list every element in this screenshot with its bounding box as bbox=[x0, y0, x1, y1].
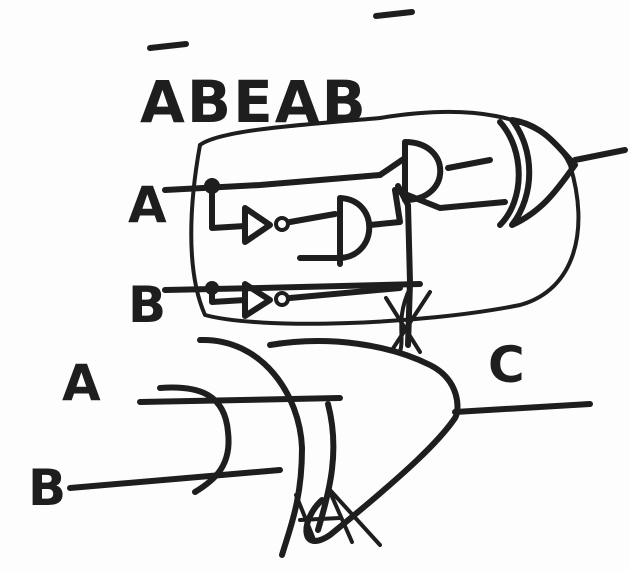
and-gate-top-icon bbox=[402, 139, 444, 203]
input-a-wire bbox=[162, 172, 383, 193]
xor-gate-icon bbox=[509, 117, 578, 228]
and-gate-middle-input-wire bbox=[297, 255, 343, 267]
bottom-scribble bbox=[294, 488, 382, 547]
crossing-stroke-3 bbox=[398, 286, 412, 354]
bottom-circuit: A B C bbox=[28, 336, 593, 558]
output-c-wire bbox=[452, 401, 593, 415]
input-label-b: B bbox=[128, 276, 166, 334]
bottom-input-label-a: A bbox=[62, 354, 101, 412]
crossing-stroke-2 bbox=[390, 290, 432, 352]
and-gate-top-input-wire bbox=[377, 155, 408, 178]
overbar-second-b bbox=[373, 9, 415, 19]
not-gate-a-icon bbox=[242, 205, 273, 245]
input-label-a: A bbox=[128, 176, 167, 234]
input-b-branch-wire bbox=[209, 285, 248, 305]
bottom-big-gate-back-curve bbox=[197, 336, 305, 558]
input-b-wire bbox=[162, 281, 423, 293]
bottom-big-gate-inner-curve bbox=[315, 401, 337, 533]
not-gate-b-bubble bbox=[274, 291, 290, 307]
bottom-big-gate-icon bbox=[267, 338, 461, 544]
xor-gate-output-wire bbox=[572, 147, 628, 163]
output-label-c: C bbox=[488, 336, 525, 394]
xor-gate-back-curve bbox=[497, 119, 522, 228]
top-circuit: A B bbox=[128, 117, 628, 354]
bottom-input-label-b: B bbox=[28, 459, 66, 517]
not-gate-a-bubble bbox=[274, 216, 290, 232]
not-a-output-wire bbox=[287, 211, 338, 225]
xor-subcircuit-boundary bbox=[189, 110, 581, 326]
and-gate-top-output-wire bbox=[445, 157, 493, 171]
bottom-input-b-wire bbox=[67, 467, 283, 491]
not-b-output-wire bbox=[287, 285, 403, 301]
boolean-expression: ABEAB bbox=[140, 9, 415, 136]
and-gate-middle-output-wire bbox=[367, 187, 403, 228]
bottom-input-a-wire bbox=[137, 395, 343, 405]
bottom-left-gate-icon bbox=[157, 384, 232, 495]
and-gate-middle-icon bbox=[337, 195, 373, 261]
lower-gate-input-wire bbox=[392, 187, 508, 211]
not-gate-b-icon bbox=[242, 281, 273, 319]
overbar-first-a bbox=[147, 41, 189, 51]
expression-text: ABEAB bbox=[140, 68, 368, 136]
input-a-branch-wire bbox=[209, 183, 248, 231]
